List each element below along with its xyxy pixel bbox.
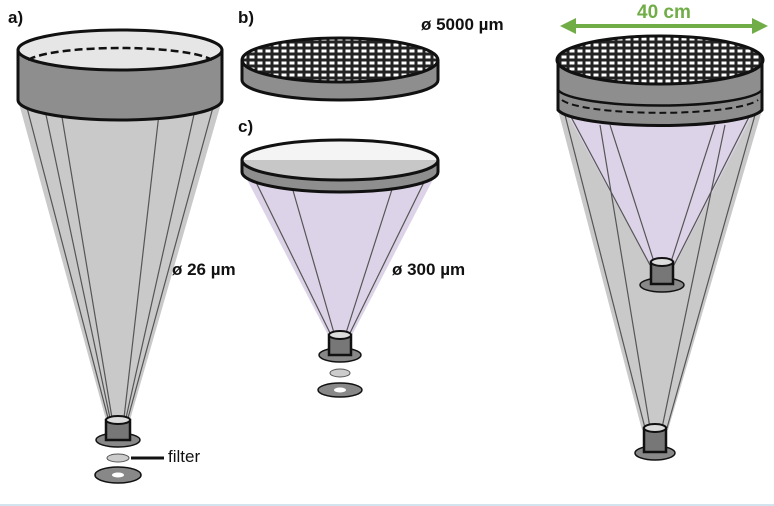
diameter-arrow [560,18,768,34]
panel-label-b: b) [238,8,255,27]
collector-c [317,330,363,398]
collector-lower [634,423,676,461]
medium-net-c [240,138,440,398]
panel-label-c: c) [238,117,254,136]
collector-a [94,415,164,484]
diameter-label: 40 cm [637,2,691,23]
mesh-size-c: ø 300 µm [392,260,466,279]
panel-label-a: a) [8,8,24,27]
fine-net-a [16,28,224,484]
filter-label: filter [168,447,201,466]
assembled-net [555,18,768,461]
collector-upper [639,257,685,293]
mesh-size-b: ø 5000 µm [421,15,504,34]
mesh-size-a: ø 26 µm [172,260,236,279]
coarse-mesh-b [240,36,440,102]
